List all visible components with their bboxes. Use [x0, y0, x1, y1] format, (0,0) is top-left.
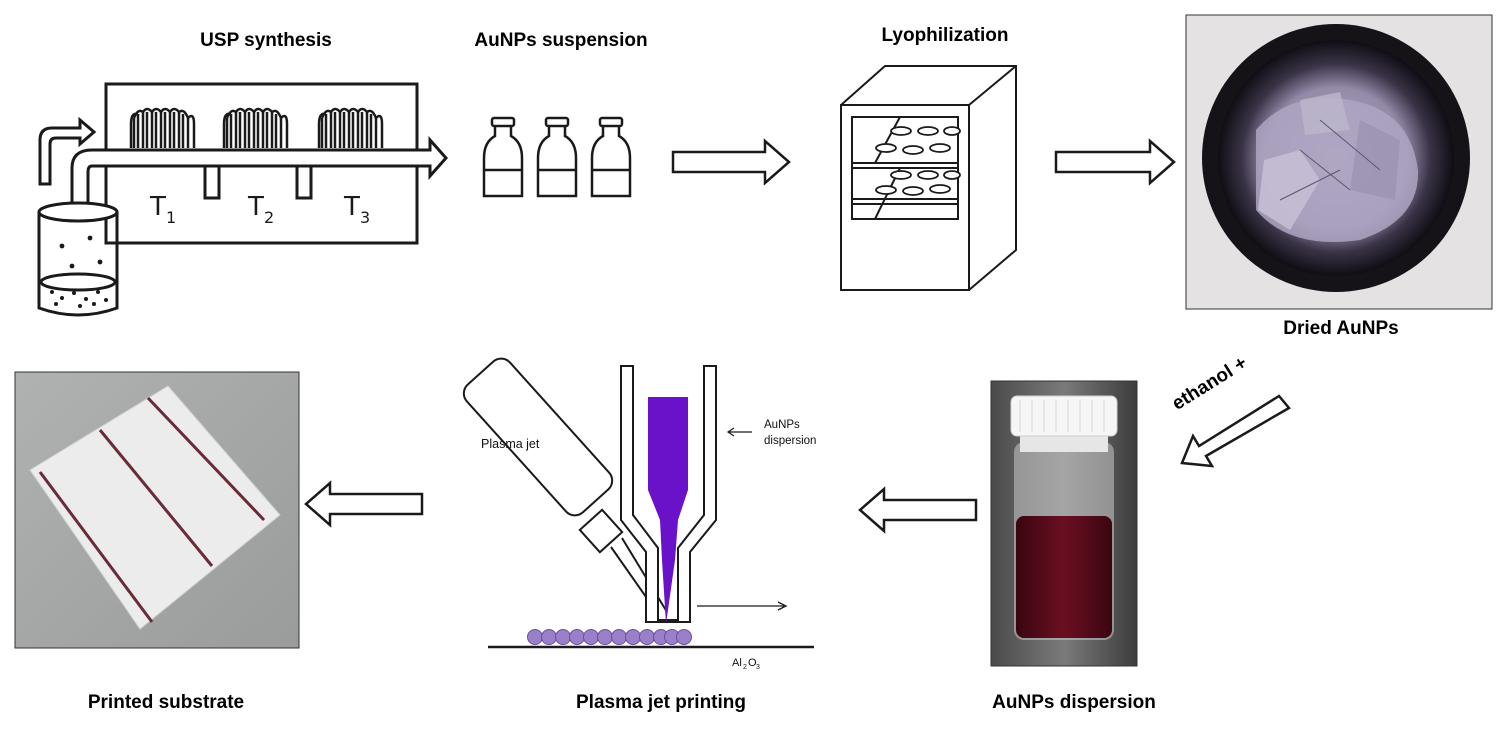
label-lyophilization: Lyophilization — [881, 25, 1009, 46]
dispersion-label-line2: dispersion — [764, 435, 816, 447]
bottle-icon — [590, 116, 632, 198]
label-aunps-dispersion: AuNPs dispersion — [992, 692, 1156, 713]
dried-aunps-photo — [1185, 14, 1493, 310]
nozzle-ink — [648, 397, 688, 624]
svg-text:3: 3 — [756, 664, 760, 671]
heating-coil-2 — [222, 107, 289, 148]
process-arrow-1 — [671, 138, 791, 186]
heating-coil-3 — [317, 107, 384, 148]
zone-sub-3: 3 — [360, 208, 370, 227]
aunps-dispersion-photo — [990, 380, 1138, 667]
process-arrow-4 — [858, 486, 978, 534]
label-plasma-jet-printing: Plasma jet printing — [576, 692, 746, 713]
process-arrow-5 — [304, 480, 424, 528]
zone-label-t2: T — [247, 192, 264, 222]
zone-label-t1: T — [149, 192, 166, 222]
lyophilizer-icon — [840, 65, 1017, 291]
suspension-bottles — [482, 116, 632, 198]
process-arrow-2 — [1054, 138, 1176, 186]
zone-sub-2: 2 — [264, 208, 274, 227]
heating-coil-1 — [129, 107, 196, 148]
svg-text:Al: Al — [732, 657, 742, 669]
dispersion-label-line1: AuNPs — [764, 419, 800, 431]
tube-arrow — [70, 136, 449, 212]
beaker-droplets — [50, 235, 108, 308]
substrate-label: Al 2 O 3 — [732, 657, 760, 671]
printed-substrate-photo — [14, 371, 300, 649]
zone-labels: T 1 T 2 T 3 — [149, 192, 370, 227]
inlet-arrow-icon — [38, 116, 97, 186]
zone-sub-1: 1 — [166, 208, 176, 227]
deposited-particles — [527, 629, 692, 645]
beaker-icon — [37, 201, 119, 317]
plasma-jet-label: Plasma jet — [481, 437, 540, 451]
svg-text:2: 2 — [743, 664, 747, 671]
bottle-icon — [482, 116, 524, 198]
svg-text:O: O — [748, 657, 757, 669]
label-dried-aunps: Dried AuNPs — [1283, 318, 1399, 339]
label-aunps-suspension: AuNPs suspension — [474, 30, 648, 51]
bottle-icon — [536, 116, 578, 198]
zone-label-t3: T — [343, 192, 360, 222]
label-usp-synthesis: USP synthesis — [200, 30, 332, 51]
ethanol-arrow — [1180, 394, 1291, 468]
lyophilizer-samples — [875, 126, 961, 196]
plasma-jet-printing-diagram: Plasma jet AuNPs dispersion Al 2 O 3 — [438, 357, 838, 671]
usp-synthesis-diagram — [37, 82, 449, 317]
label-printed-substrate: Printed substrate — [87, 692, 245, 713]
